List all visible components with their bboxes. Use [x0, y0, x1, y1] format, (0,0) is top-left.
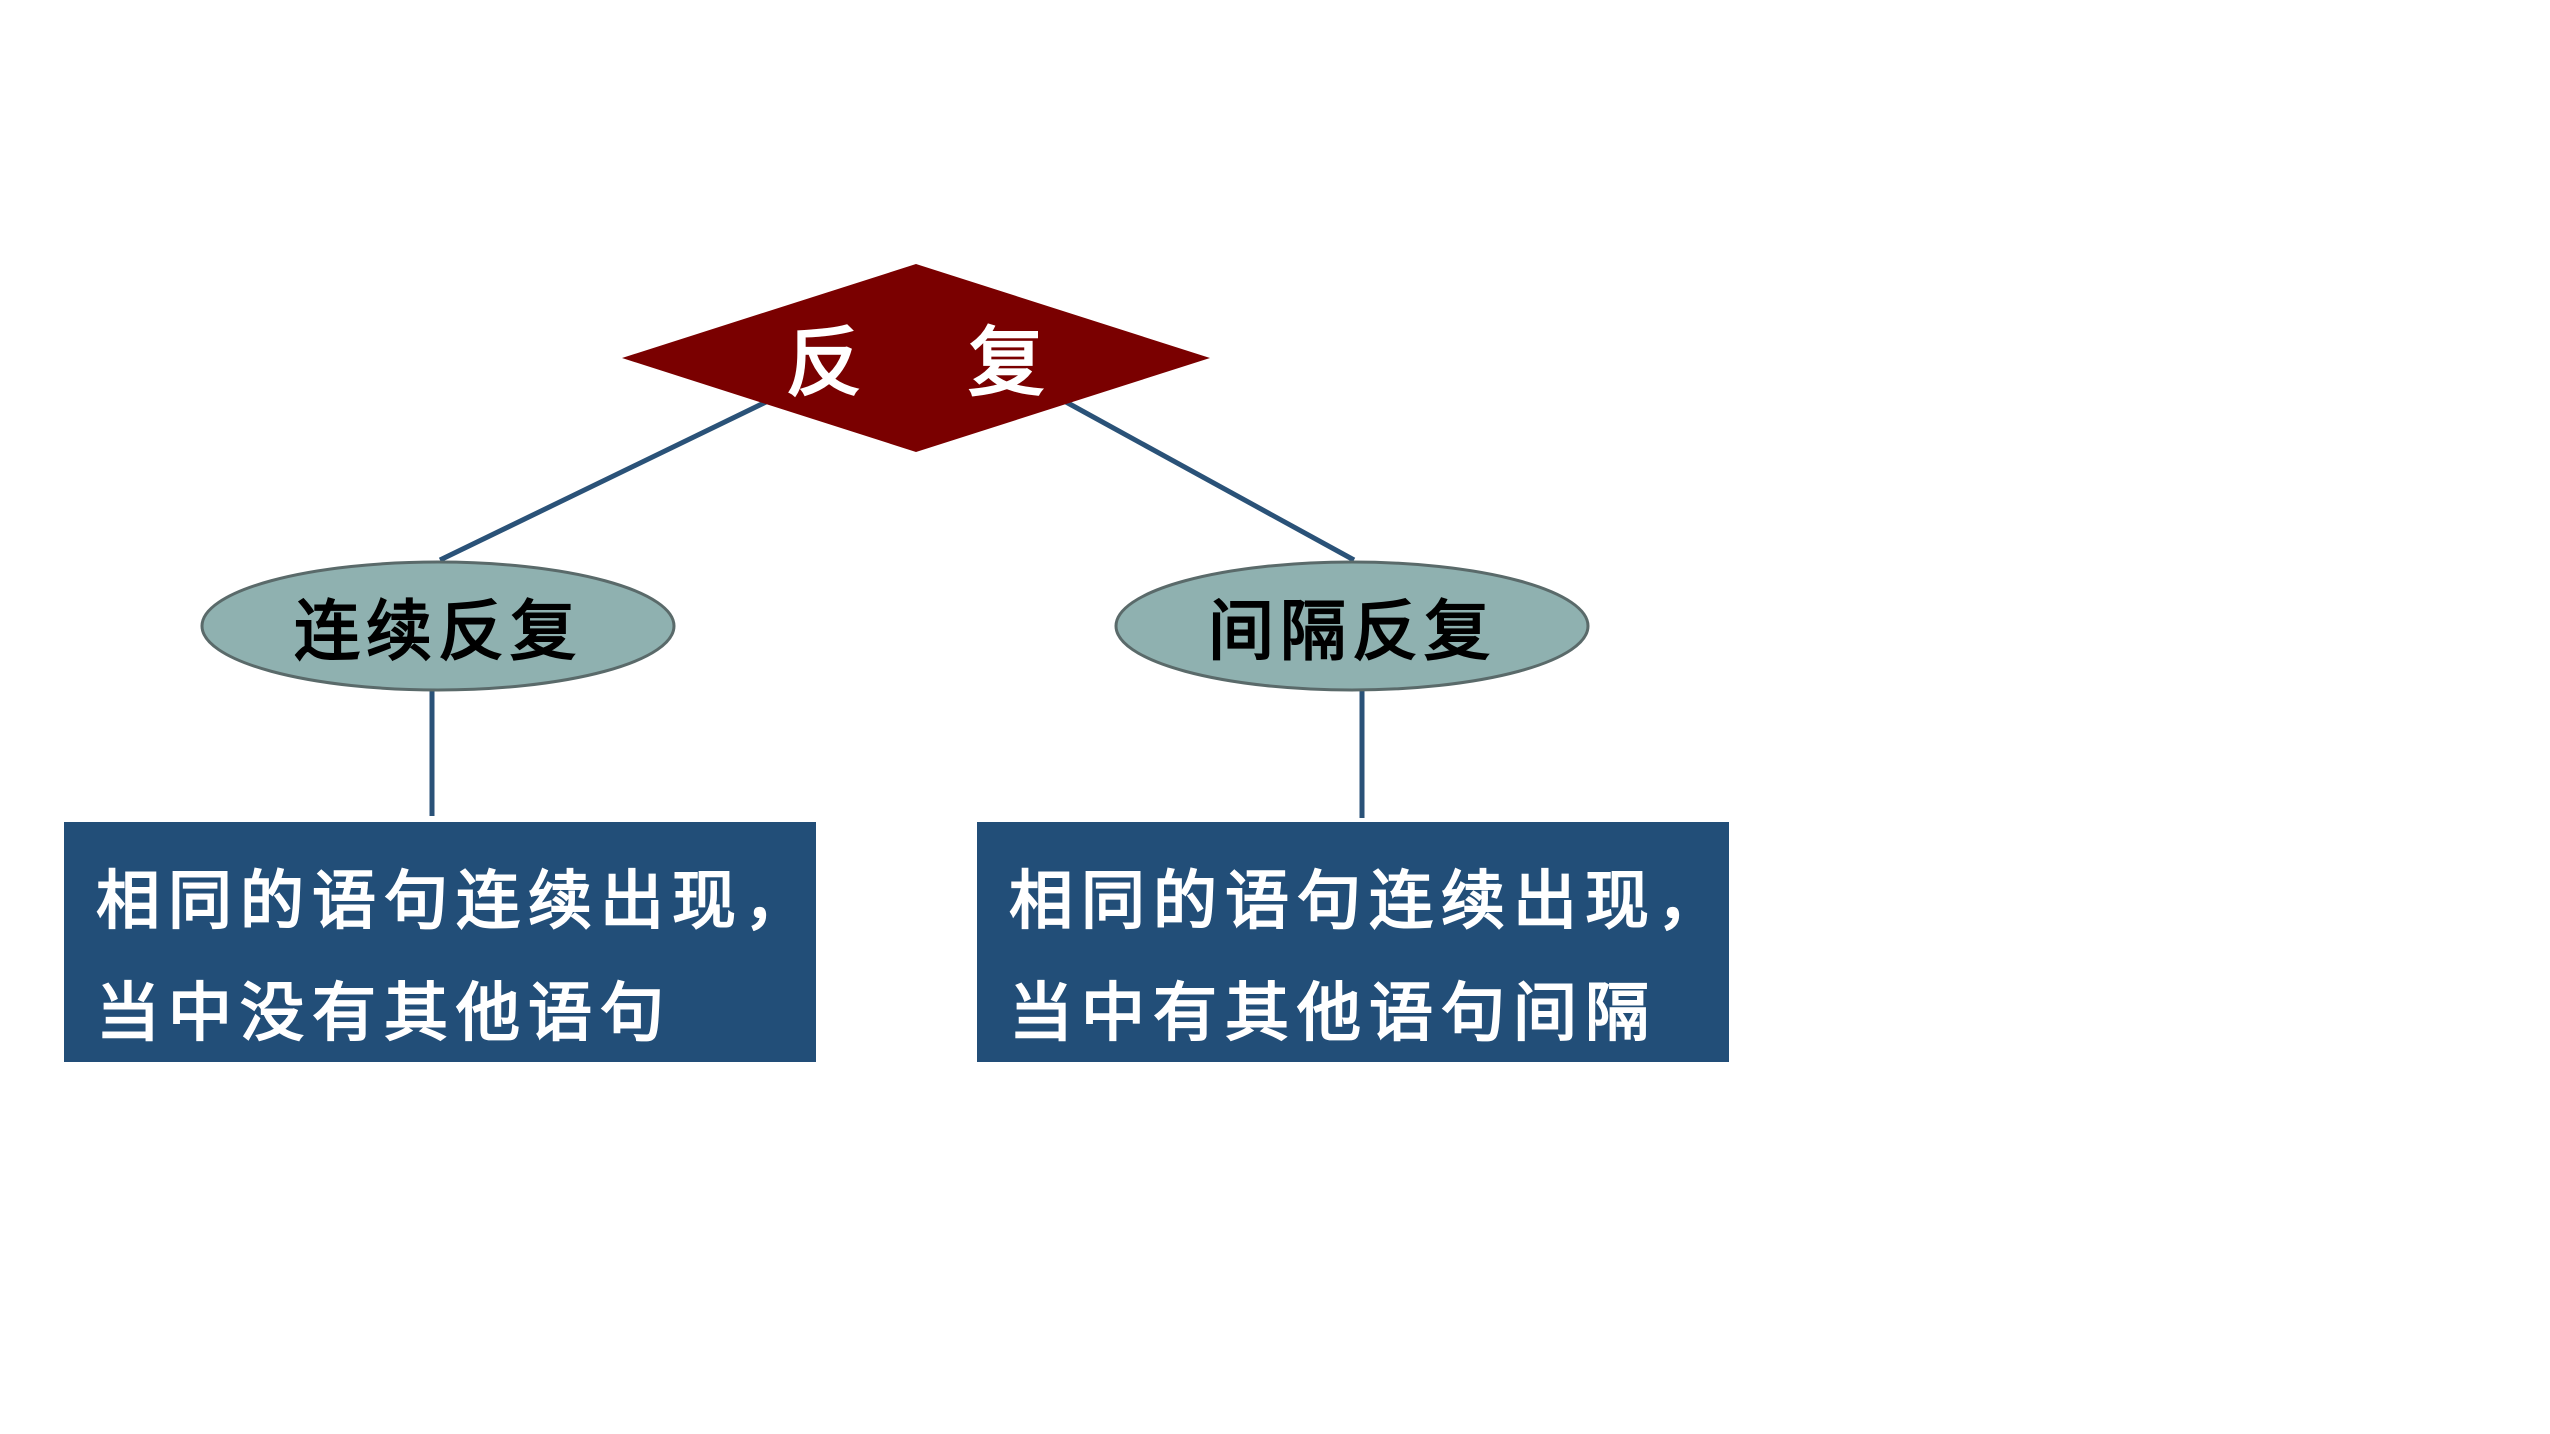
- node-label-interval-repetition: 间隔反复: [1208, 593, 1496, 670]
- node-label-continuous-repetition: 连续反复: [294, 593, 582, 670]
- description-box-interval: 相同的语句连续出现， 当中有其他语句间隔: [977, 822, 1729, 1062]
- root-label: 反 复: [785, 318, 1085, 407]
- connector-root-right: [1064, 399, 1356, 563]
- description-box-continuous: 相同的语句连续出现， 当中没有其他语句: [64, 822, 816, 1062]
- root-diamond: [622, 264, 1210, 452]
- description-line: 相同的语句连续出现，: [96, 865, 816, 939]
- description-line: 当中没有其他语句: [96, 977, 672, 1051]
- description-line: 当中有其他语句间隔: [1009, 977, 1657, 1051]
- description-line: 相同的语句连续出现，: [1009, 865, 1729, 939]
- node-ellipse-right: [1114, 560, 1590, 692]
- connector-root-left: [438, 399, 768, 563]
- node-ellipse-left: [200, 560, 676, 692]
